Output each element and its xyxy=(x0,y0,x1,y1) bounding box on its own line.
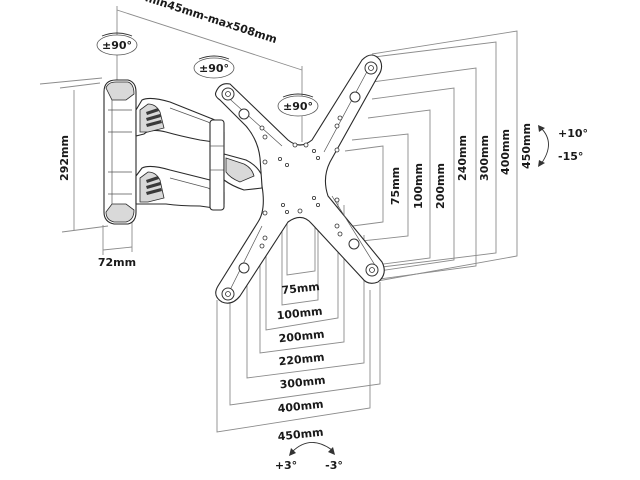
dim-h-300 xyxy=(246,235,365,379)
wall-plate xyxy=(103,79,137,225)
vesa-v-label-450: 450mm xyxy=(520,123,533,169)
dim-v-450 xyxy=(371,30,518,283)
vesa-h-label-450: 450mm xyxy=(277,426,324,444)
vesa-horizontal-dimension-lines xyxy=(216,200,381,433)
swivel-arm-label: ±90° xyxy=(199,62,229,75)
vesa-v-label-100: 100mm xyxy=(412,163,425,209)
dim-v-240 xyxy=(371,87,455,273)
vesa-v-label-300: 300mm xyxy=(478,135,491,181)
tilt-up-label: +10° xyxy=(558,127,588,140)
vesa-v-label-75: 75mm xyxy=(389,167,402,205)
swivel-head-label: ±90° xyxy=(283,100,313,113)
tilt-down-label: -15° xyxy=(558,150,583,163)
vesa-v-label-200: 200mm xyxy=(434,163,447,209)
level-adjust-indicator: +3° -3° xyxy=(275,442,343,472)
tilt-down-arrow-icon xyxy=(538,160,545,167)
swivel-indicator-arm: ±90° xyxy=(193,55,235,79)
vesa-v-label-400: 400mm xyxy=(499,129,512,175)
dim-v-400 xyxy=(373,41,497,269)
vesa-horizontal-labels: 75mm 100mm 200mm 220mm 300mm 400mm 450mm xyxy=(276,280,326,443)
mounting-holes xyxy=(259,115,343,249)
vesa-h-label-200: 200mm xyxy=(278,328,325,346)
level-plus-label: +3° xyxy=(275,459,297,472)
dim-h-75 xyxy=(286,200,316,276)
vesa-plate xyxy=(214,54,385,304)
arm-extension-label: min45mm-max508mm xyxy=(144,0,279,46)
dim-h-400 xyxy=(229,282,381,406)
level-minus-label: -3° xyxy=(325,459,343,472)
wall-plate-height-label: 292mm xyxy=(58,135,71,181)
vesa-h-label-100: 100mm xyxy=(276,305,323,323)
swivel-indicator-wall: ±90° xyxy=(96,32,138,56)
vesa-h-label-400: 400mm xyxy=(277,398,324,416)
arm-hinge xyxy=(209,119,263,211)
tilt-indicator: +10° -15° xyxy=(538,125,588,167)
level-minus-arrow-icon xyxy=(328,447,335,455)
dim-v-75 xyxy=(344,145,384,228)
dim-v-100 xyxy=(351,133,409,243)
vesa-h-label-300: 300mm xyxy=(279,374,326,392)
vesa-v-label-240: 240mm xyxy=(456,135,469,181)
vesa-h-label-220: 220mm xyxy=(278,351,325,369)
wall-plate-dimensions xyxy=(39,77,133,255)
wall-plate-depth-label: 72mm xyxy=(98,256,136,269)
tilt-up-arrow-icon xyxy=(538,125,545,132)
dim-h-450 xyxy=(216,290,371,433)
dim-h-100 xyxy=(281,205,319,306)
vesa-vertical-dimension-lines xyxy=(344,30,518,283)
dim-v-200 xyxy=(367,109,431,267)
dim-h-220 xyxy=(259,205,345,354)
swivel-wall-label: ±90° xyxy=(102,39,132,52)
swivel-indicator-head: ±90° xyxy=(277,93,319,117)
vesa-h-label-75: 75mm xyxy=(281,280,320,297)
dim-h-200 xyxy=(265,200,339,331)
lower-arm xyxy=(135,165,225,209)
vesa-vertical-labels: 75mm 100mm 200mm 240mm 300mm 400mm 450mm xyxy=(389,123,533,209)
level-plus-arrow-icon xyxy=(289,448,296,456)
